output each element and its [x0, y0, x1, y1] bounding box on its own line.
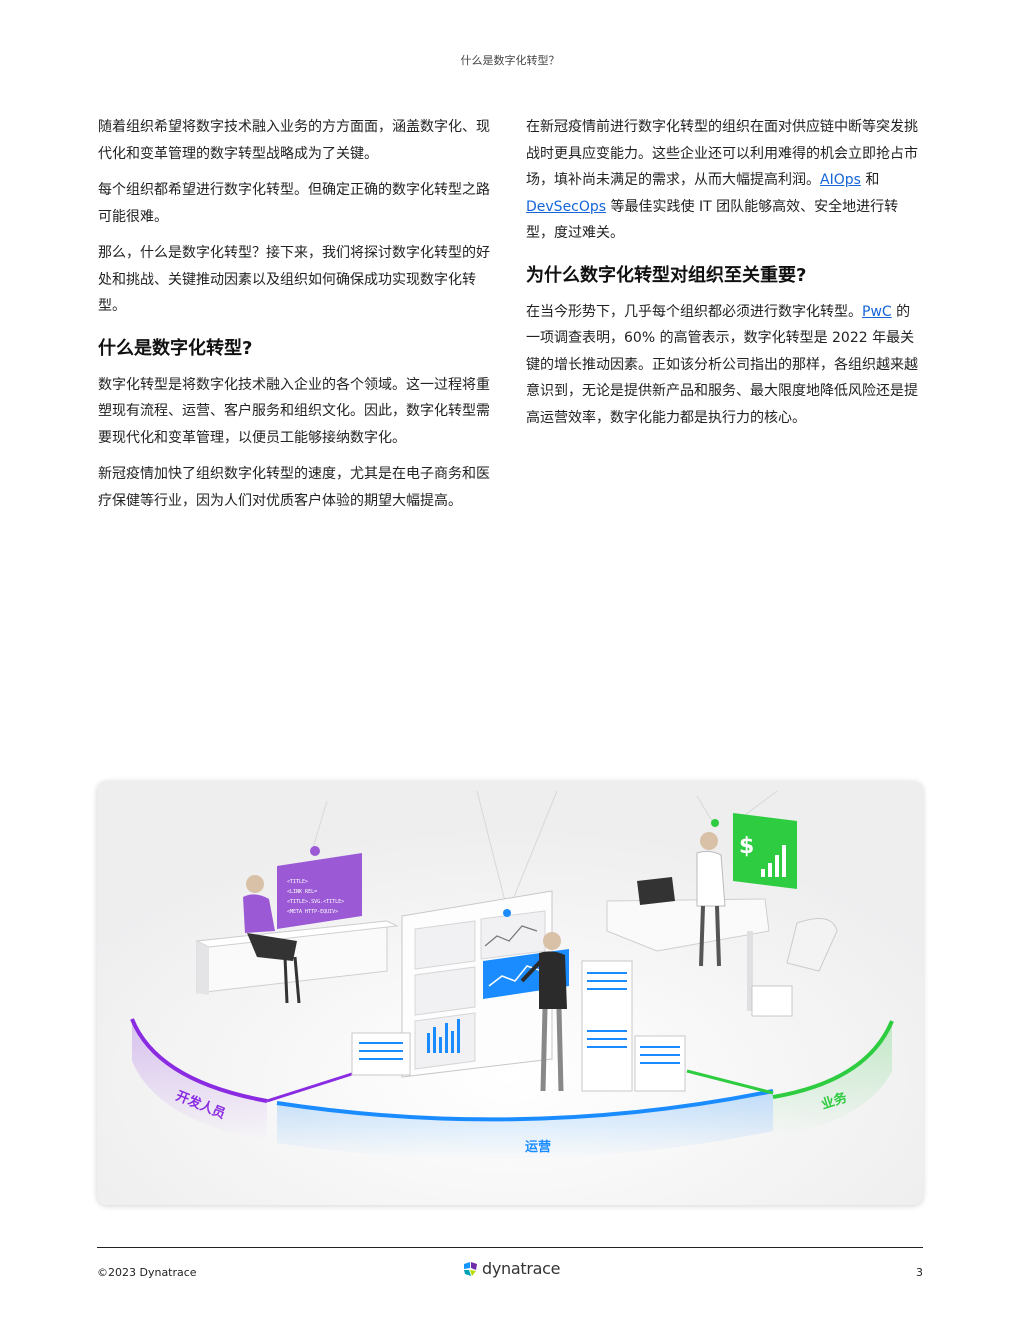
business-glow [773, 1021, 892, 1137]
light-beams [311, 790, 778, 910]
svg-text:<TITLE>: <TITLE> [287, 879, 308, 885]
left-column: 随着组织希望将数字技术融入业务的方方面面，涵盖数字化、现代化和变革管理的数字转型… [98, 114, 493, 524]
developers-glow [132, 1019, 267, 1141]
aiops-link[interactable]: AIOps [820, 172, 861, 188]
business-desk [606, 877, 770, 1011]
logo-wordmark: dynatrace [482, 1259, 561, 1278]
right-column: 在新冠疫情前进行数字化转型的组织在面对供应链中断等突发挑战时更具应变能力。这些企… [526, 114, 921, 441]
covid-paragraph: 新冠疫情加快了组织数字化转型的速度，尤其是在电子商务和医疗保健等行业，因为人们对… [98, 466, 490, 509]
section-heading-what: 什么是数字化转型? [98, 337, 253, 359]
footer-rule [97, 1247, 923, 1248]
page-number: 3 [916, 1266, 923, 1279]
developer-person [243, 875, 301, 1004]
section-heading-why: 为什么数字化转型对组织至关重要? [526, 264, 807, 286]
dollar-icon: $ [739, 834, 754, 859]
code-screen: <TITLE> <LINK REL= <TITLE>.SVG.<TITLE> <… [277, 846, 362, 929]
office-chair [751, 918, 838, 1017]
challenge-paragraph: 每个组织都希望进行数字化转型。但确定正确的数字化转型之路可能很难。 [98, 182, 490, 225]
dynatrace-logo-icon [464, 1261, 477, 1276]
business-label: 业务 [819, 1089, 850, 1113]
server-stack-center [581, 960, 686, 1092]
dashboard-wall [401, 890, 569, 1078]
server-stack-left [351, 1032, 411, 1076]
svg-text:<TITLE>.SVG.<TITLE>: <TITLE>.SVG.<TITLE> [287, 899, 344, 905]
operations-label: 运营 [525, 1139, 551, 1155]
running-header: 什么是数字化转型？ [460, 54, 560, 67]
resilience-paragraph: 在新冠疫情前进行数字化转型的组织在面对供应链中断等突发挑战时更具应变能力。这些企… [526, 119, 918, 241]
svg-text:<META HTTP-EQUIV>: <META HTTP-EQUIV> [287, 909, 338, 915]
operations-arc [276, 1089, 774, 1122]
devsecops-link[interactable]: DevSecOps [526, 198, 607, 215]
overview-paragraph: 那么，什么是数字化转型？接下来，我们将探讨数字化转型的好处和挑战、关键推动因素以… [98, 245, 490, 314]
operator-person [520, 932, 567, 1092]
business-person [696, 819, 726, 967]
revenue-screen: $ [733, 813, 797, 889]
operations-glow [277, 1091, 773, 1160]
svg-text:<LINK REL=: <LINK REL= [287, 889, 317, 895]
copyright: ©2023 Dynatrace [97, 1266, 197, 1279]
definition-paragraph: 数字化转型是将数字化技术融入企业的各个领域。这一过程将重塑现有流程、运营、客户服… [98, 376, 490, 446]
pwc-paragraph: 在当今形势下，几乎每个组织都必须进行数字化转型。PwC 的一项调查表明，60% … [526, 303, 918, 426]
intro-paragraph: 随着组织希望将数字技术融入业务的方方面面，涵盖数字化、现代化和变革管理的数字转型… [98, 119, 490, 162]
dynatrace-logo: dynatrace [462, 1259, 560, 1278]
pwc-link[interactable]: PwC [862, 303, 892, 320]
business-arc [772, 1020, 894, 1099]
office-illustration: 开发人员 运营 业务 <TITLE> <LINK REL= <TITLE>.SV… [97, 781, 923, 1205]
illustration-svg: 开发人员 运营 业务 <TITLE> <LINK REL= <TITLE>.SV… [97, 781, 923, 1205]
